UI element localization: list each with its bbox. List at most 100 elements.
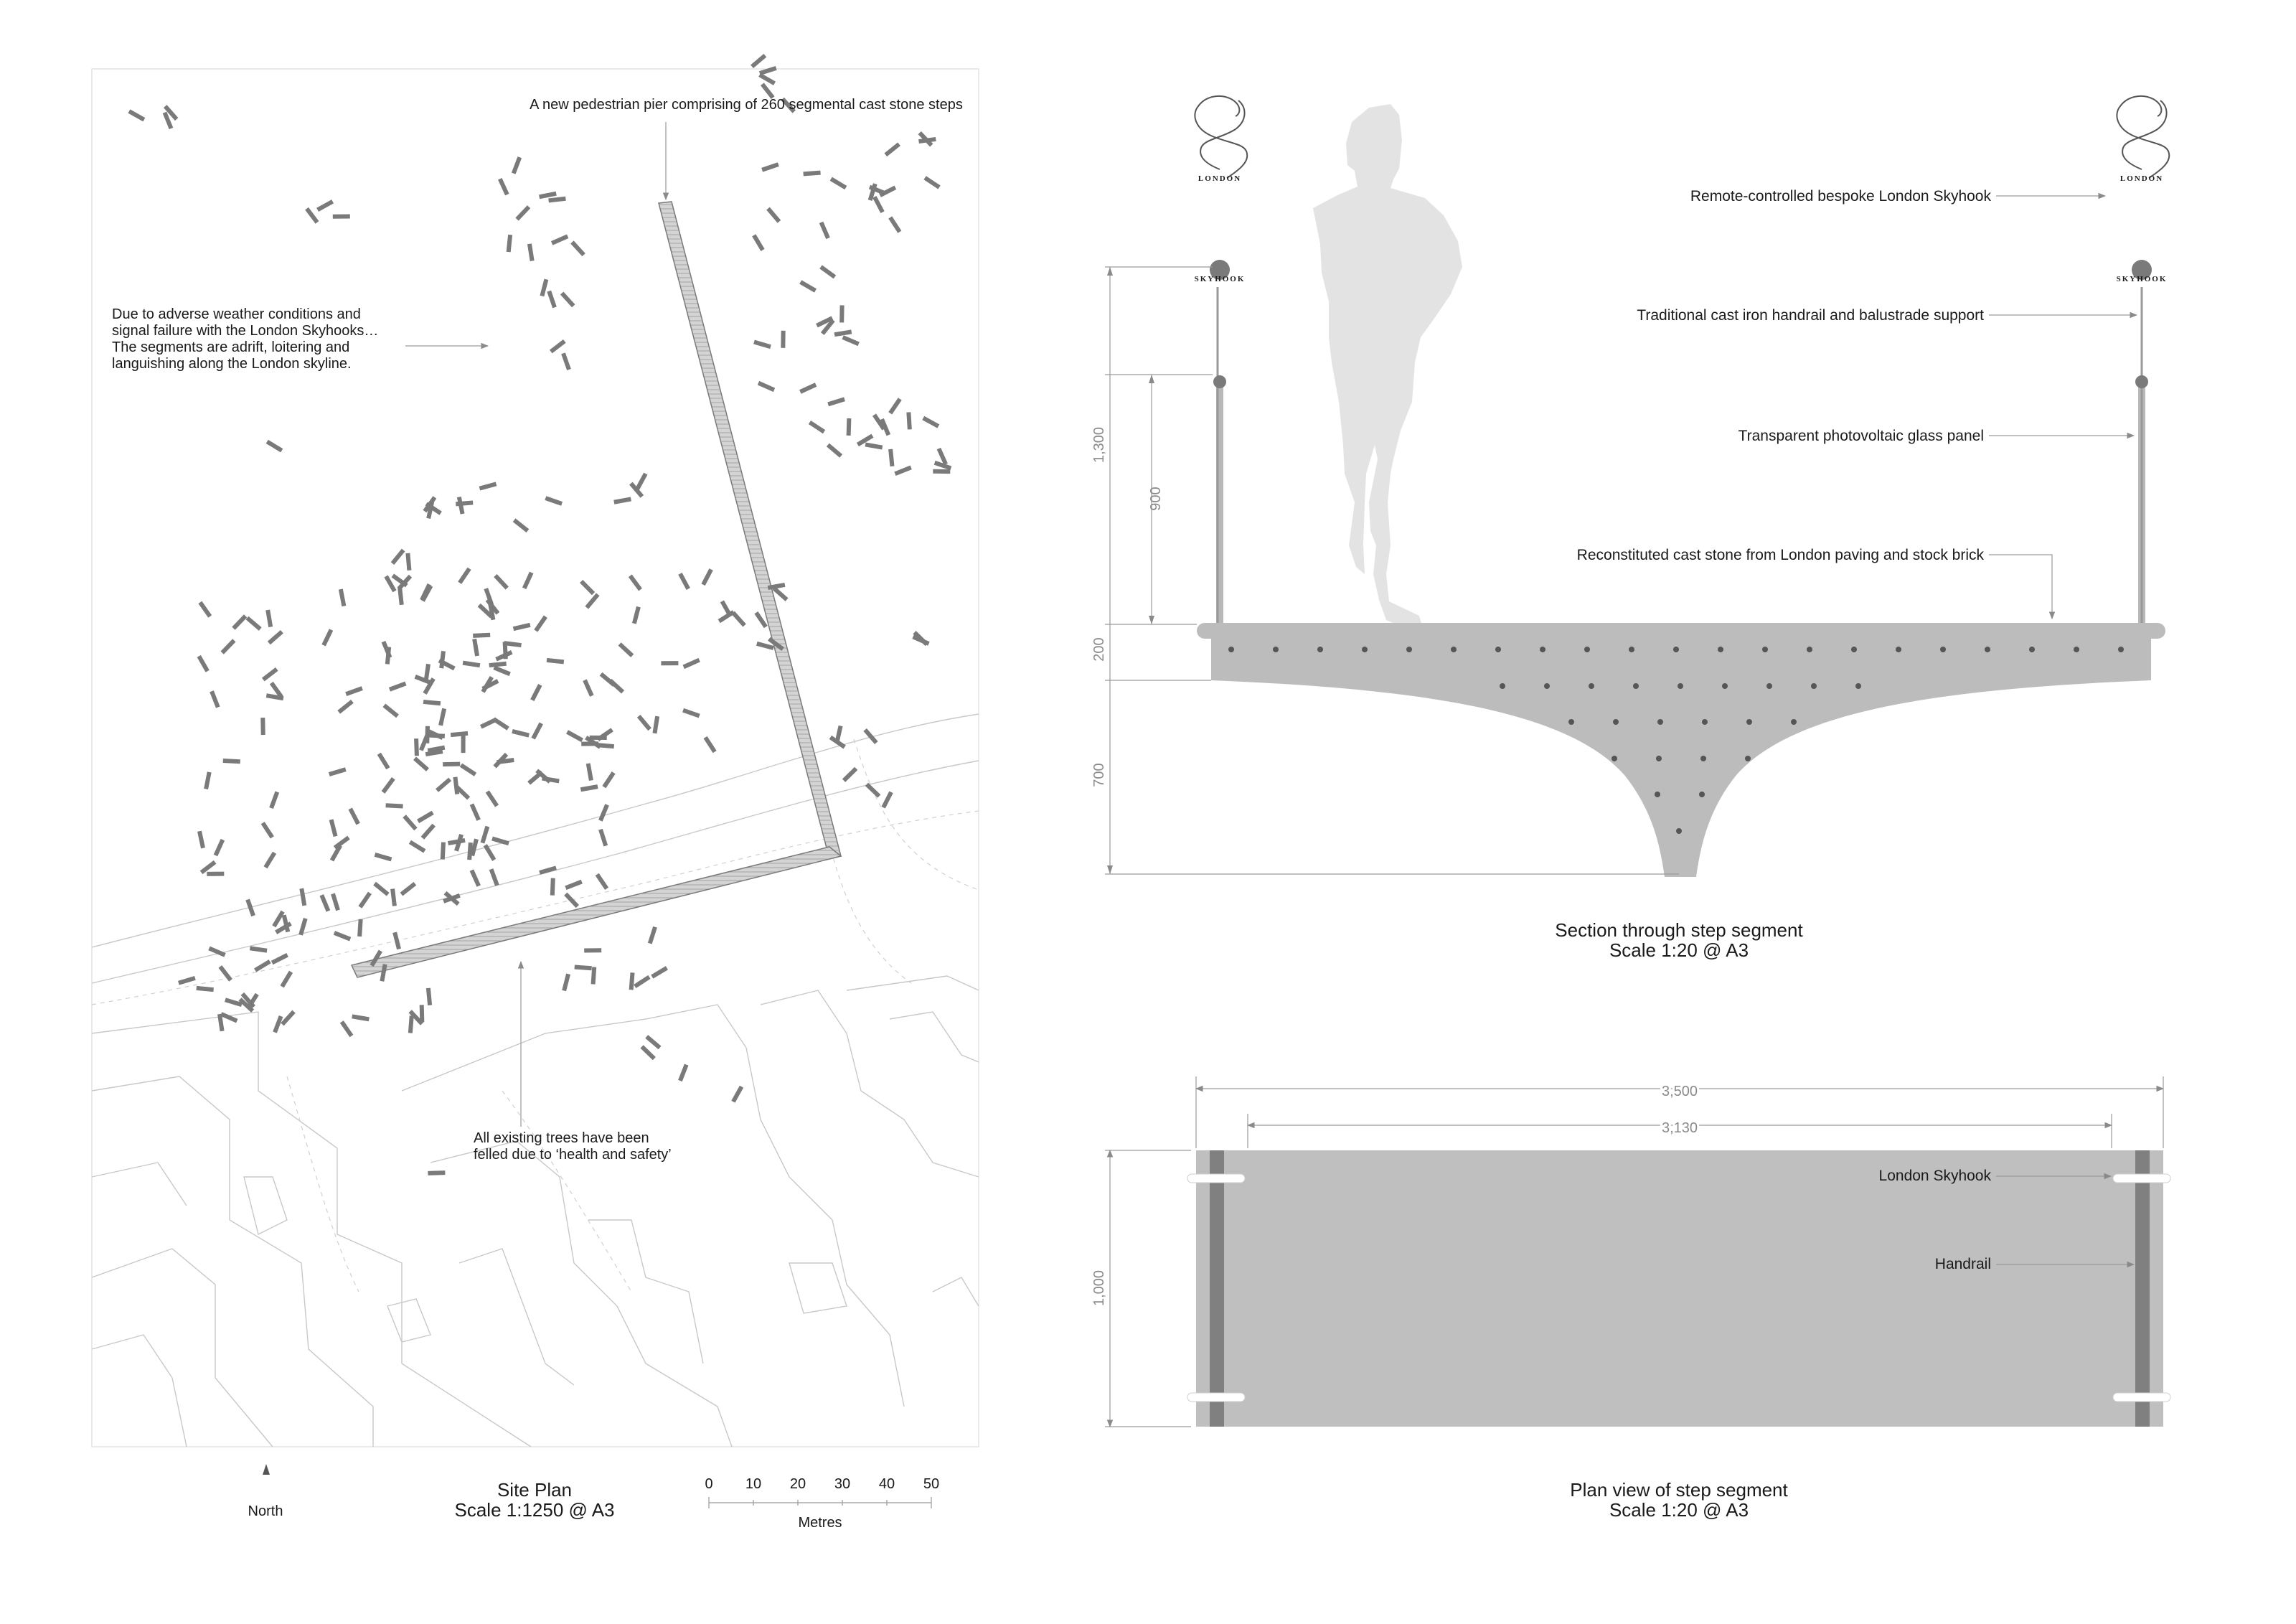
step-stud [1722,683,1728,689]
adrift-segment [263,851,277,869]
adrift-segment [906,412,912,430]
dim-3500: 3,500 [1662,1084,1698,1099]
adrift-segment [731,1085,744,1103]
adrift-segment [768,637,784,651]
adrift-segment [540,278,549,297]
adrift-segment [598,828,608,847]
adrift-segment [225,998,243,1008]
svg-text:The segments are adrift, loite: The segments are adrift, loitering and [112,339,349,355]
step-stud [1362,647,1368,652]
adrift-segment [374,852,392,862]
step-stud [1896,647,1901,652]
adrift-segment [481,679,499,691]
adrift-segment [584,948,602,953]
adrift-segment [534,615,547,632]
adrift-segment [426,501,435,520]
adrift-segment [678,573,690,590]
adrift-segment [596,743,615,749]
adrift-segment [408,840,426,853]
adrift-segment [872,413,886,431]
step-stud [1678,683,1683,689]
adrift-segment [570,240,585,257]
adrift-segment [753,339,771,349]
adrift-segment [198,601,212,618]
adrift-segment [752,234,765,251]
adrift-segment [591,967,597,985]
step-stud [1657,719,1663,725]
adrift-segment [527,243,535,262]
section-scale: Scale 1:20 @ A3 [1609,939,1749,961]
site-plan-scale: Scale 1:1250 @ A3 [455,1499,615,1521]
adrift-segment [357,919,363,937]
adrift-segment [585,763,593,782]
adrift-segment [888,398,902,415]
step-stud [1745,756,1751,761]
adrift-segment [502,642,508,660]
adrift-segment [453,776,460,794]
adrift-segment [281,1010,296,1026]
step-stud [1676,828,1682,834]
adrift-segment [337,699,354,714]
adrift-segment [545,496,563,506]
adrift-segment [703,736,717,754]
adrift-segment [767,582,786,591]
adrift-segment [213,838,225,857]
adrift-segment [799,382,817,394]
step-stud [1985,647,1990,652]
step-stud [1633,683,1639,689]
adrift-segment [405,553,412,571]
plan-label-skyhook: London Skyhook [1879,1168,1992,1184]
adrift-segment [485,790,499,807]
step-stud [1807,647,1812,652]
adrift-segment [245,616,262,631]
adrift-segment [338,588,347,607]
adrift-segment [701,568,713,586]
adrift-segment [382,703,399,718]
adrift-segment [933,469,951,474]
leader-stone [1989,554,2056,620]
adrift-segment [443,761,461,767]
adrift-segment [881,791,893,809]
svg-text:LONDON: LONDON [2120,174,2163,183]
adrift-segment [419,1005,425,1023]
plan-skyhook-br [2112,1392,2171,1402]
adrift-segment [581,741,599,746]
adrift-segment [562,973,570,992]
step-stud [1700,756,1706,761]
adrift-segment [220,1012,238,1023]
adrift-segment [462,660,481,668]
adrift-segment [207,871,225,876]
north-arrow-icon [263,1464,270,1475]
adrift-segment [408,1010,424,1025]
adrift-segment [522,571,534,589]
adrift-segment [492,717,509,731]
site-context-linework [91,713,979,1447]
adrift-note: Due to adverse weather conditions and si… [112,306,378,372]
adrift-segment [651,966,668,979]
adrift-segment [547,290,557,309]
svg-text:SKYHOOK: SKYHOOK [1195,275,1246,283]
adrift-segment [423,677,436,695]
adrift-segment [846,418,852,436]
section-dimensions: 1,300 900 200 700 [1091,266,1679,875]
adrift-segment [425,749,443,756]
step-keel [1211,637,2151,877]
step-stud [1273,647,1279,652]
dim-1000: 1,000 [1091,1270,1107,1306]
pier-label: A new pedestrian pier comprising of 260 … [530,97,963,113]
adrift-segment [542,776,560,784]
adrift-segment [598,804,609,822]
svg-text:Due to adverse weather conditi: Due to adverse weather conditions and [112,306,361,322]
scale-tick-40: 40 [879,1476,895,1492]
adrift-segment [635,472,648,490]
plan-view-scale: Scale 1:20 @ A3 [1609,1499,1749,1521]
adrift-segment [162,111,174,130]
step-studs [1228,647,2124,834]
plan-left-rail [1210,1150,1224,1427]
adrift-segment [645,1035,662,1050]
svg-text:LONDON: LONDON [1198,174,1241,183]
adrift-segment [574,964,592,971]
left-handrail [1213,375,1226,388]
adrift-segment [566,730,583,743]
adrift-segment [470,838,479,857]
